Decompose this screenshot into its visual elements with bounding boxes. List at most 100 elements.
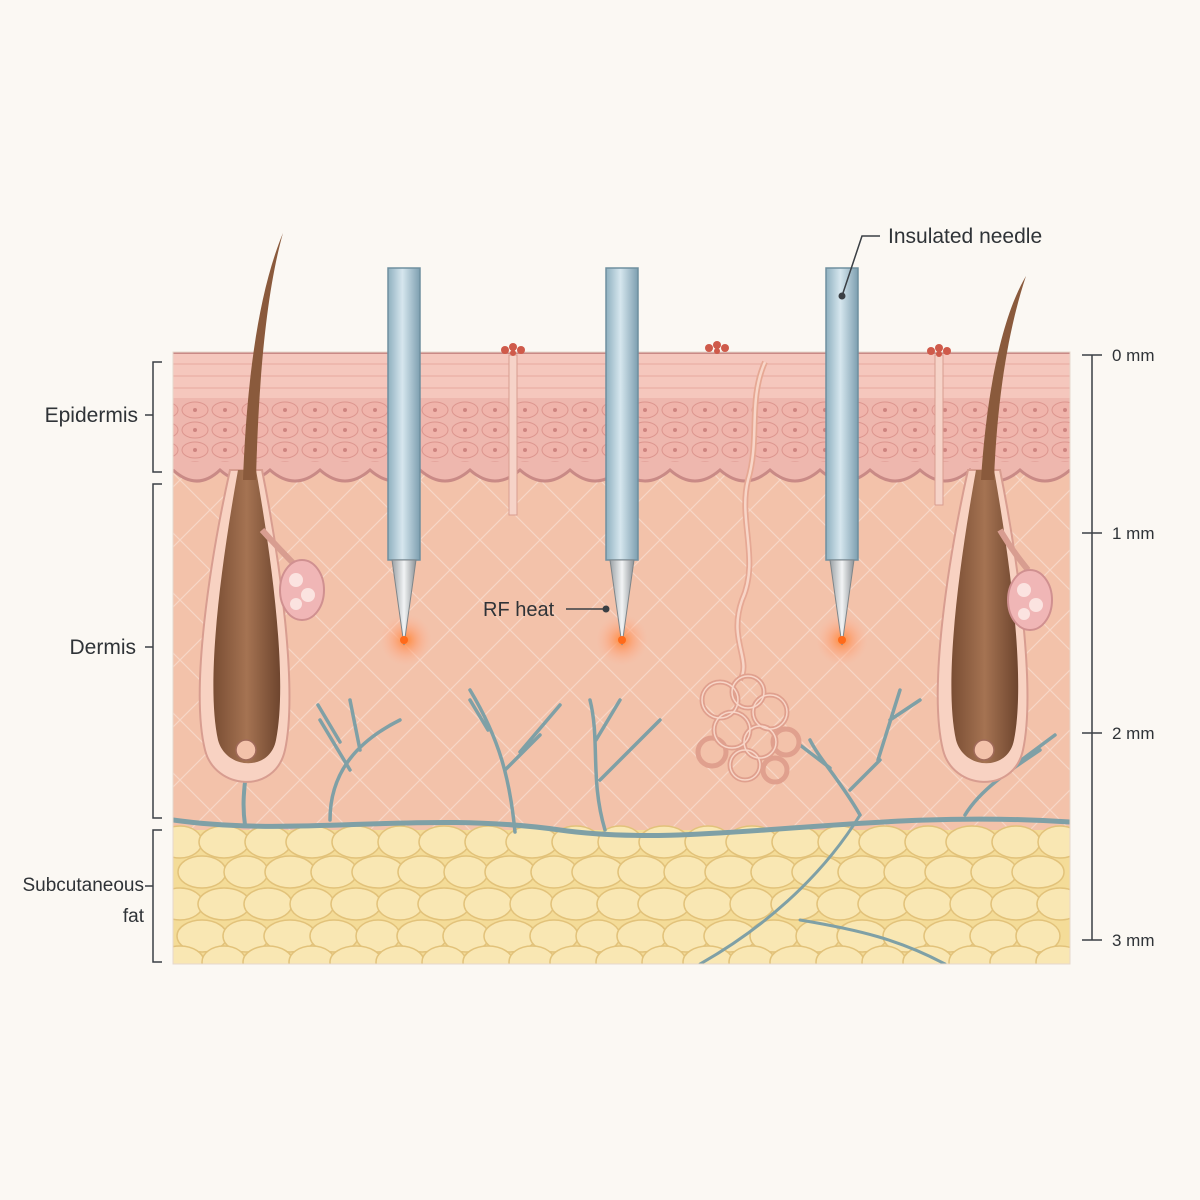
- fat-cell: [223, 855, 269, 889]
- fat-cell: [463, 887, 513, 921]
- fat-cell: [289, 887, 335, 921]
- fat-cell: [549, 945, 603, 964]
- needle-tip: [391, 559, 417, 646]
- fat-cell: [264, 855, 316, 889]
- depth-ticks: 0 mm1 mm2 mm3 mm: [1082, 346, 1155, 950]
- fat-cell: [443, 855, 489, 889]
- hair-bulb: [951, 470, 1019, 764]
- fat-cell: [1035, 945, 1070, 964]
- hair-follicle-right: [936, 276, 1053, 783]
- heat-callout: RF heat: [483, 599, 610, 621]
- fat-cell: [1011, 855, 1065, 889]
- fat-cell: [375, 945, 425, 964]
- fat-cell: [837, 855, 887, 889]
- fat-cell: [729, 887, 775, 921]
- dermis-bracket: [145, 483, 162, 819]
- fat-cell: [815, 945, 865, 964]
- depth-tick-label: 3 mm: [1112, 931, 1155, 950]
- fat-cell: [484, 855, 536, 889]
- dermal-papilla: [235, 739, 257, 761]
- fat-cell: [638, 825, 690, 859]
- fat-cell: [198, 825, 250, 859]
- fat-cell: [948, 945, 996, 964]
- fat-cell: [637, 887, 691, 921]
- fat-cell: [377, 825, 423, 859]
- needle-1: [380, 267, 432, 666]
- fat-cell: [197, 887, 251, 921]
- fat-label: fat: [123, 906, 145, 927]
- fat-cell: [173, 945, 205, 964]
- fat-cell: [331, 825, 381, 859]
- sebaceous-gland: [259, 527, 325, 621]
- needle-callout-label: Insulated needle: [888, 225, 1042, 248]
- fat-cell: [904, 825, 952, 859]
- fat-cell: [861, 945, 907, 964]
- needle-tip: [609, 559, 635, 646]
- fat-cell: [173, 887, 204, 921]
- fat-cell: [418, 825, 470, 859]
- layer-brackets: [145, 361, 162, 963]
- fat-cell: [990, 887, 1042, 921]
- needle-callout: Insulated needle: [838, 225, 1042, 300]
- fat-cell: [1015, 919, 1061, 953]
- fat-cell: [417, 887, 471, 921]
- fat-cell: [310, 855, 358, 889]
- fat-cell: [508, 945, 556, 964]
- fat-cell: [243, 887, 293, 921]
- fat-cell: [769, 945, 823, 964]
- fat-cell: [509, 887, 555, 921]
- depth-tick-label: 2 mm: [1112, 724, 1155, 743]
- fat-cell: [464, 825, 512, 859]
- fat-cell: [728, 945, 776, 964]
- fat-cell: [903, 887, 953, 921]
- dermis-label: Dermis: [70, 636, 137, 659]
- fat-cell: [177, 855, 227, 889]
- fat-cell: [857, 887, 911, 921]
- fat-cells: [173, 825, 1070, 964]
- fat-cell: [970, 855, 1018, 889]
- fat-cell: [902, 945, 954, 964]
- fat-cell: [329, 945, 383, 964]
- fat-cell: [571, 855, 625, 889]
- fat-cell: [595, 945, 645, 964]
- fat-cell: [330, 887, 382, 921]
- needle-3: [816, 267, 868, 666]
- fat-cell: [989, 945, 1043, 964]
- depth-scale: 0 mm1 mm2 mm3 mm: [1082, 346, 1155, 950]
- subcutaneous-label: Subcutaneous: [23, 875, 145, 896]
- fat-cell: [285, 825, 339, 859]
- fat-cell: [397, 855, 447, 889]
- fat-cell: [376, 887, 424, 921]
- needle-2: [596, 267, 648, 666]
- epidermis-label: Epidermis: [45, 404, 138, 427]
- fat-cell: [201, 945, 247, 964]
- hair-bulb: [213, 470, 281, 764]
- epidermis-bracket: [145, 361, 162, 473]
- fat-cell: [550, 887, 602, 921]
- fat-cell: [949, 887, 995, 921]
- fat-cell: [816, 887, 864, 921]
- heat-callout-label: RF heat: [483, 599, 555, 621]
- sebaceous-gland: [997, 528, 1053, 631]
- fat-cell: [858, 825, 910, 859]
- fat-cell: [883, 855, 929, 889]
- fat-cell: [288, 945, 336, 964]
- fat-cell: [1036, 887, 1070, 921]
- hair-shaft: [243, 233, 283, 480]
- sweat-gland: [695, 360, 802, 785]
- fat-cell: [351, 855, 405, 889]
- fat-cell: [421, 945, 467, 964]
- fat-cell: [1037, 825, 1070, 859]
- fat-cell: [173, 825, 203, 859]
- fat-cell: [945, 825, 999, 859]
- fat-cell: [641, 945, 687, 964]
- fat-cell: [704, 855, 756, 889]
- fat-cell: [244, 825, 292, 859]
- fat-cell: [617, 855, 667, 889]
- fat-cell: [682, 945, 734, 964]
- fat-cell: [462, 945, 514, 964]
- fat-cell: [991, 825, 1041, 859]
- fat-cell: [750, 855, 798, 889]
- depth-tick-label: 1 mm: [1112, 524, 1155, 543]
